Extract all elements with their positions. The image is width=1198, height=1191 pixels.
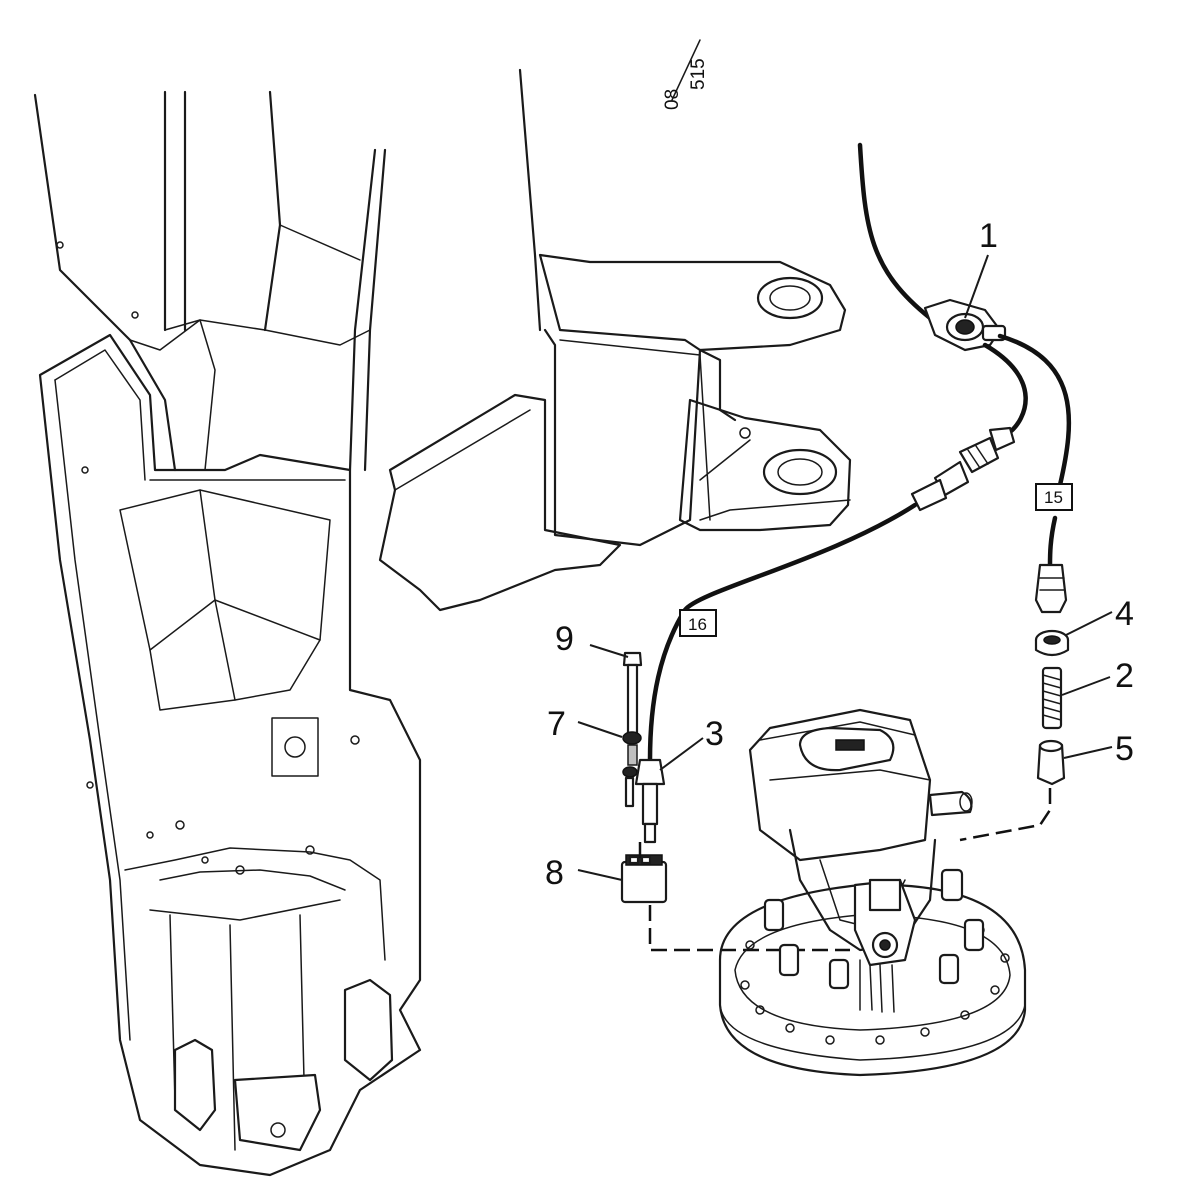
part-5-cap xyxy=(1036,739,1066,786)
leader-9 xyxy=(589,644,629,658)
leader-1 xyxy=(964,254,989,319)
cable-tag-15-label: 15 xyxy=(1044,488,1063,507)
cable-tag-15: 15 xyxy=(1035,483,1073,511)
frame-foot-left xyxy=(173,1038,217,1132)
page-ref-denominator: 515 xyxy=(688,58,709,90)
cable-16-upper xyxy=(982,342,1028,435)
page-reference: 08 515 xyxy=(662,58,709,110)
dashed-line-5 xyxy=(959,788,1052,842)
inline-connector xyxy=(910,426,1016,512)
callout-7: 7 xyxy=(547,705,566,743)
leader-7 xyxy=(577,721,623,738)
frame-foot-right xyxy=(343,978,394,1082)
part-8-block xyxy=(620,854,668,904)
mounting-bracket xyxy=(378,253,852,612)
part-2-sensor xyxy=(1041,666,1063,730)
sensor-clamp xyxy=(622,766,638,808)
boom-frame xyxy=(33,68,542,1177)
part-4-nut xyxy=(1034,629,1070,657)
callout-4: 4 xyxy=(1115,595,1134,633)
leader-4 xyxy=(1065,611,1113,636)
lug-hole-upper xyxy=(756,276,824,320)
cable-tag-16-label: 16 xyxy=(688,615,707,634)
leader-5 xyxy=(1063,746,1113,759)
page-ref-slash xyxy=(671,39,701,101)
cable-15 xyxy=(997,333,1072,488)
callout-3: 3 xyxy=(705,715,724,753)
callout-1: 1 xyxy=(979,217,998,255)
mount-plate xyxy=(271,717,319,777)
part-7-washer xyxy=(622,731,642,766)
part-9-bolt xyxy=(622,651,643,735)
leader-8 xyxy=(577,869,623,881)
callout-5: 5 xyxy=(1115,730,1134,768)
dashed-line-8 xyxy=(648,905,850,952)
cable-16-lower xyxy=(647,502,918,763)
connector-15-end xyxy=(1034,563,1068,614)
lug-hole-lower xyxy=(762,448,838,496)
callout-9: 9 xyxy=(555,620,574,658)
t-connector-1 xyxy=(923,298,1007,352)
leader-3 xyxy=(659,737,704,771)
cable-tag-16: 16 xyxy=(679,609,717,637)
callout-2: 2 xyxy=(1115,657,1134,695)
callout-8: 8 xyxy=(545,854,564,892)
leader-2 xyxy=(1061,676,1111,696)
part-3-speed-sensor xyxy=(634,758,666,844)
main-harness-cable xyxy=(857,142,933,321)
hydraulic-motor xyxy=(718,708,1027,1077)
